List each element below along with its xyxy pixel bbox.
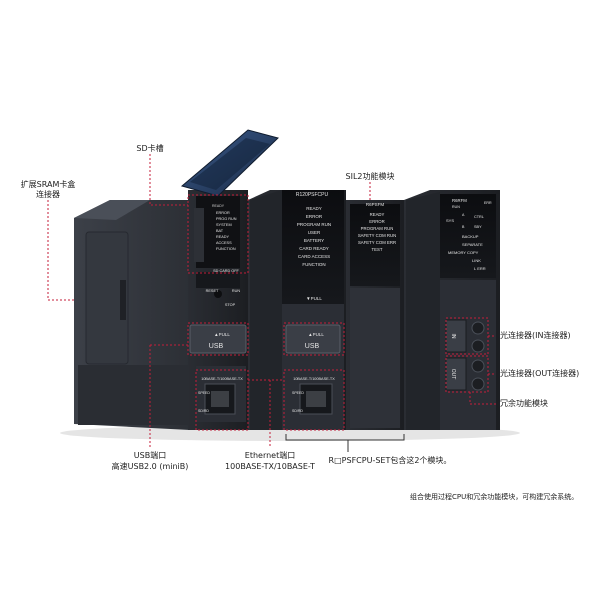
rf-run: RUN (452, 205, 460, 209)
rf-led-3: LINK (472, 258, 481, 263)
cpu-led-0: READY (306, 206, 322, 211)
callout-sd-slot: SD卡槽 (136, 144, 164, 153)
base-led-3: SYSTEM (216, 223, 232, 227)
cpu-eth-label: 10BASE-T/100BASE-TX (293, 377, 335, 381)
base-led-2: PROG RUN (216, 217, 237, 221)
sil2-module (346, 200, 404, 430)
base-speed: SPEED (198, 391, 210, 395)
callout-usb-line2: 高速USB2.0 (miniB) (111, 462, 189, 471)
callout-sil2: SIL2功能模块 (345, 172, 395, 181)
sil2-model: R6PSFM (366, 202, 385, 207)
base-led-1: ERROR (216, 211, 230, 215)
rf-out: OUT (450, 369, 456, 380)
rf-led-4: L ERR (474, 266, 486, 271)
rf-in: IN (450, 334, 456, 339)
base-unit: READY (74, 190, 248, 430)
sd-slot-lid (180, 129, 279, 197)
callout-sram-line1: 扩展SRAM卡盒 (20, 180, 76, 189)
sil2-led-0: READY (370, 212, 385, 217)
base-led-6: ACCESS (216, 241, 232, 245)
callout-lines (47, 154, 496, 448)
cpu-led-6: CARD ACCESS (298, 254, 330, 259)
cpu-led-5: CARD READY (299, 246, 329, 251)
base-usb-pull: ▲PULL (214, 332, 230, 337)
base-run: RUN (232, 289, 240, 293)
rf-b: B (462, 225, 465, 229)
base-led-4: BAT (216, 229, 224, 233)
rf-ctrl: CTRL (474, 215, 484, 219)
cpu-led-4: BATTERY (304, 238, 324, 243)
callout-set: R□PSFCPU-SET包含这2个模块。 (328, 456, 452, 465)
cpu-sd-rd: SD/RD (292, 409, 303, 413)
cpu-pull: ▼PULL (306, 296, 322, 301)
callout-ethernet-line2: 100BASE-TX/10BASE-T (225, 462, 315, 471)
cpu-usb-pull: ▲PULL (308, 332, 324, 337)
base-sd-card-off: SD CARD OFF (213, 269, 239, 273)
base-reset: RESET (206, 289, 219, 293)
callout-sram-line2: 连接器 (36, 190, 60, 199)
sil2-led-1: ERROR (369, 219, 385, 224)
footnote: 组合使用过程CPU和冗余功能模块，可构建冗余系统。 (410, 493, 579, 501)
callout-usb-line1: USB端口 (133, 451, 167, 460)
callout-optical-in: 光连接器(IN连接器) (500, 331, 571, 340)
rf-a: A (462, 213, 465, 217)
rf-sys: SYS (446, 218, 454, 223)
cpu-led-1: ERROR (306, 214, 323, 219)
rf-led-2: MEMORY COPY (448, 250, 479, 255)
rf-led-0: BACKUP (462, 234, 479, 239)
cpu-usb: USB (305, 343, 320, 350)
sil2-led-4: SAFETY COM ERR (358, 240, 396, 245)
callout-ethernet-line1: Ethernet端口 (244, 451, 296, 460)
base-led-0: READY (212, 204, 225, 208)
sil2-led-2: PROGRAM RUN (361, 226, 394, 231)
cpu-led-3: USER (308, 230, 321, 235)
base-stop: STOP (225, 303, 236, 307)
redundant-module (404, 190, 500, 430)
callout-optical-out: 光连接器(OUT连接器) (500, 369, 580, 378)
cpu-model: R120PSFCPU (296, 192, 329, 198)
rf-err: ERR (484, 201, 492, 205)
rf-led-1: SEPARATE (462, 242, 483, 247)
sil2-led-5: TEST (372, 247, 383, 252)
rf-model: R6RFM (452, 198, 467, 203)
sil2-led-3: SAFETY COM RUN (358, 233, 396, 238)
base-sd-rd: SD/RD (198, 409, 209, 413)
callout-redundant: 冗余功能模块 (500, 399, 548, 408)
rf-sby: SBY (474, 225, 482, 229)
cpu-led-2: PROGRAM RUN (297, 222, 331, 227)
cpu-speed: SPEED (292, 391, 304, 395)
cpu-led-7: FUNCTION (302, 262, 325, 267)
base-usb: USB (209, 343, 224, 350)
base-eth-label: 10BASE-T/100BASE-TX (201, 377, 243, 381)
set-bracket (285, 434, 405, 452)
base-led-5: READY (216, 235, 230, 239)
base-led-7: FUNCTION (216, 247, 236, 251)
